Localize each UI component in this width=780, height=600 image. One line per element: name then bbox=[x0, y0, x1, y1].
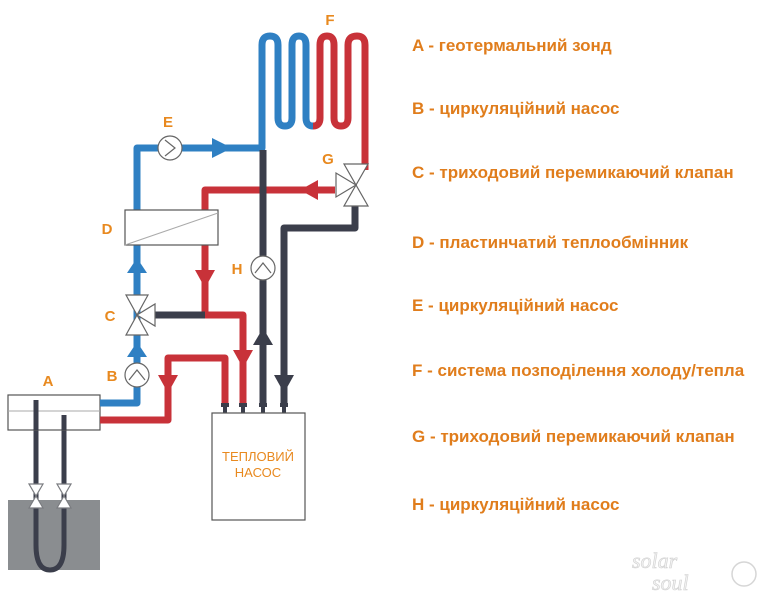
label-d: D bbox=[102, 221, 113, 238]
label-a: A bbox=[43, 373, 54, 390]
legend-item-e: E - циркуляційний насос bbox=[412, 296, 619, 315]
cold-pipes bbox=[100, 32, 314, 407]
heat-pump-label-line2: НАСОС bbox=[235, 465, 281, 480]
label-f: F bbox=[325, 12, 334, 29]
label-b: B bbox=[107, 368, 118, 385]
logo-text-line2: soul bbox=[652, 570, 689, 595]
label-g: G bbox=[322, 151, 334, 168]
probe-valve-left bbox=[27, 483, 45, 509]
arrow-return-up bbox=[253, 328, 273, 345]
flow-arrows bbox=[127, 138, 318, 393]
arrow-hot-down-exchanger bbox=[195, 270, 215, 288]
legend-item-h: H - циркуляційний насос bbox=[412, 495, 620, 514]
heat-pump-label-line1: ТЕПЛОВИЙ bbox=[222, 449, 294, 464]
arrow-hot-down-hp bbox=[233, 350, 253, 368]
legend-item-a: A - геотермальний зонд bbox=[412, 36, 612, 55]
pump-h bbox=[250, 255, 276, 281]
label-e: E bbox=[163, 114, 173, 131]
label-c: C bbox=[105, 308, 116, 325]
heat-pump-connectors bbox=[221, 403, 288, 413]
legend-item-g: G - триходовий перемикаючий клапан bbox=[412, 427, 735, 446]
probe-valve-right bbox=[55, 483, 73, 509]
three-way-valve-g bbox=[335, 163, 370, 207]
plate-heat-exchanger-d bbox=[124, 209, 219, 246]
arrow-return-down bbox=[274, 375, 294, 393]
arrow-hot-down-a bbox=[158, 375, 178, 393]
legend-item-f: F - система позподілення холоду/тепла bbox=[412, 361, 745, 380]
geothermal-probe bbox=[33, 400, 67, 573]
heat-pump-schematic: ТЕПЛОВИЙ НАСОС A B C D E F G H bbox=[7, 12, 370, 573]
legend-item-c: C - триходовий перемикаючий клапан bbox=[412, 163, 734, 182]
ground-block bbox=[8, 500, 100, 570]
arrow-hot-left-g bbox=[300, 180, 318, 200]
label-h: H bbox=[232, 261, 243, 278]
heat-pump-box: ТЕПЛОВИЙ НАСОС bbox=[211, 412, 306, 521]
solar-soul-logo: solar soul bbox=[632, 548, 757, 595]
pump-b bbox=[124, 362, 150, 388]
arrow-cold-up-upper bbox=[127, 258, 147, 273]
legend-item-d: D - пластинчатий теплообмінник bbox=[412, 233, 689, 252]
three-way-valve-c bbox=[124, 294, 156, 336]
collector-box-a bbox=[7, 394, 101, 431]
legend-item-b: B - циркуляційний насос bbox=[412, 99, 620, 118]
logo-text-line1: solar bbox=[632, 548, 678, 573]
pump-e bbox=[157, 135, 183, 161]
arrow-cold-up-lower bbox=[127, 342, 147, 357]
logo-sun-icon bbox=[731, 561, 757, 587]
arrow-cold-right bbox=[212, 138, 232, 158]
